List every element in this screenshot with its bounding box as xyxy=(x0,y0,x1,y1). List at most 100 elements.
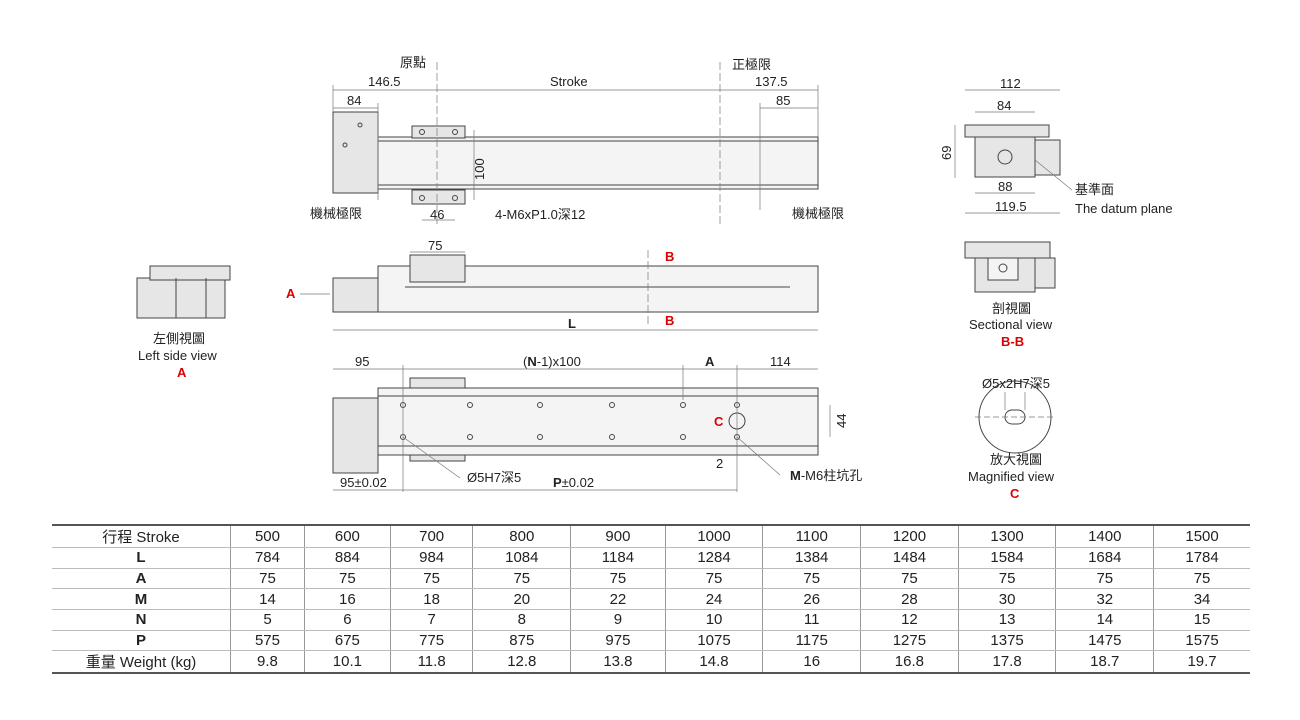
table-cell: 1175 xyxy=(762,630,862,652)
left-view-ref: A xyxy=(177,365,187,380)
rail-body xyxy=(377,136,819,190)
table-cell: 18 xyxy=(390,588,474,611)
table-cell: 14.8 xyxy=(665,650,764,674)
table-cell: 16 xyxy=(762,650,862,674)
dim-112: 112 xyxy=(1000,76,1021,91)
table-cell: 1000 xyxy=(665,525,764,548)
row-label: N xyxy=(52,609,231,631)
table-cell: 8 xyxy=(472,609,572,631)
table-cell: 1075 xyxy=(665,630,764,652)
holes-callout: 4-M6xP1.0深12 xyxy=(495,207,585,222)
table-cell: 600 xyxy=(304,525,391,548)
motor-block xyxy=(332,111,379,194)
table-cell: 1484 xyxy=(860,547,959,569)
section-b-bottom: B xyxy=(665,313,674,328)
table-cell: 700 xyxy=(390,525,474,548)
table-cell: 1475 xyxy=(1055,630,1155,652)
dim-88: 88 xyxy=(998,179,1012,194)
table-cell: 784 xyxy=(230,547,305,569)
table-cell: 75 xyxy=(390,568,474,590)
table-cell: 75 xyxy=(1055,568,1155,590)
table-cell: 1575 xyxy=(1153,630,1250,652)
table-cell: 1784 xyxy=(1153,547,1250,569)
row-label: P xyxy=(52,630,231,652)
table-cell: 75 xyxy=(1153,568,1250,590)
bottom-view: 95 (N-1)x100 A 114 44 C 2 95±0.02 P±0.02… xyxy=(332,354,862,492)
sectional-view: 剖視圖 Sectional view B-B xyxy=(964,241,1056,349)
table-cell: 900 xyxy=(570,525,666,548)
sectional-ref: B-B xyxy=(1001,334,1024,349)
table-cell: 675 xyxy=(304,630,391,652)
table-cell: 12.8 xyxy=(472,650,572,674)
table-cell: 19.7 xyxy=(1153,650,1250,674)
dim-119-5: 119.5 xyxy=(995,199,1027,214)
dim-75: 75 xyxy=(428,238,442,253)
table-cell: 75 xyxy=(860,568,959,590)
table-cell: 1500 xyxy=(1153,525,1250,548)
table-cell: 9.8 xyxy=(230,650,305,674)
dim-69: 69 xyxy=(939,146,954,160)
table-cell: 1284 xyxy=(665,547,764,569)
table-cell: 800 xyxy=(472,525,572,548)
table-cell: 75 xyxy=(570,568,666,590)
table-cell: 500 xyxy=(230,525,305,548)
table-cell: 7 xyxy=(390,609,474,631)
table-cell: 75 xyxy=(958,568,1057,590)
pitch-dim: (N-1)x100 xyxy=(523,354,581,369)
table-cell: 10 xyxy=(665,609,764,631)
carriage-bottom xyxy=(411,189,466,205)
table-cell: 9 xyxy=(570,609,666,631)
table-cell: 22 xyxy=(570,588,666,611)
row-label: 重量 Weight (kg) xyxy=(52,650,231,674)
dim-44: 44 xyxy=(834,414,849,428)
stroke-label: Stroke xyxy=(550,74,588,89)
table-cell: 984 xyxy=(390,547,474,569)
table-cell: 975 xyxy=(570,630,666,652)
table-cell: 13 xyxy=(958,609,1057,631)
dim-84-end: 84 xyxy=(997,98,1011,113)
end-view: 112 84 69 88 119.5 基準面 The datum plane xyxy=(939,76,1173,216)
table-cell: 15 xyxy=(1153,609,1250,631)
dim-84: 84 xyxy=(347,93,361,108)
table-cell: 5 xyxy=(230,609,305,631)
table-cell: 14 xyxy=(1055,609,1155,631)
sectional-en: Sectional view xyxy=(969,317,1053,332)
magnified-ref: C xyxy=(1010,486,1020,501)
table-cell: 1384 xyxy=(762,547,862,569)
table-cell: 34 xyxy=(1153,588,1250,611)
magnified-zh: 放大視圖 xyxy=(990,452,1042,467)
side-view: 75 B B A L xyxy=(286,238,819,331)
table-cell: 75 xyxy=(665,568,764,590)
table-cell: 1084 xyxy=(472,547,572,569)
left-view-zh: 左側視圖 xyxy=(153,331,205,346)
table-cell: 11.8 xyxy=(390,650,474,674)
table-cell: 16 xyxy=(304,588,391,611)
row-label: L xyxy=(52,547,231,569)
table-cell: 884 xyxy=(304,547,391,569)
row-label: 行程 Stroke xyxy=(52,525,231,548)
top-view: 146.5 原點 Stroke 正極限 137.5 84 85 100 46 機… xyxy=(310,55,844,225)
table-cell: 6 xyxy=(304,609,391,631)
table-cell: 24 xyxy=(665,588,764,611)
table-cell: 775 xyxy=(390,630,474,652)
carriage-top xyxy=(411,125,466,139)
technical-drawing: 146.5 原點 Stroke 正極限 137.5 84 85 100 46 機… xyxy=(136,55,1173,501)
left-side-view: 左側視圖 Left side view A xyxy=(136,265,231,380)
row-label: A xyxy=(52,568,231,590)
sectional-zh: 剖視圖 xyxy=(992,301,1031,316)
dim-137-5: 137.5 xyxy=(755,74,788,89)
datum-zh: 基準面 xyxy=(1075,182,1114,197)
magnified-en: Magnified view xyxy=(968,469,1055,484)
table-cell: 1100 xyxy=(762,525,862,548)
dim-100: 100 xyxy=(472,158,487,180)
dim-95: 95 xyxy=(355,354,369,369)
table-cell: 1684 xyxy=(1055,547,1155,569)
row-label: M xyxy=(52,588,231,611)
dim-46: 46 xyxy=(430,207,444,222)
magnified-view: Ø5x2H7深5 放大視圖 Magnified view C xyxy=(968,376,1055,501)
